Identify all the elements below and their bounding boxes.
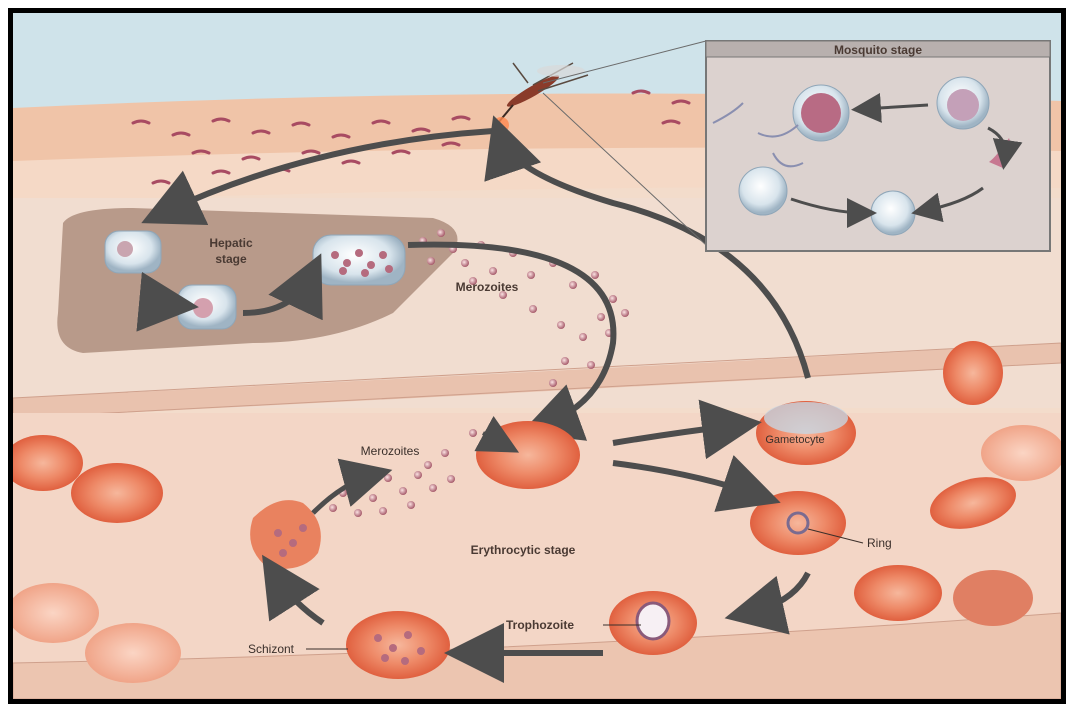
label-trophozoite: Trophozoite: [506, 618, 574, 632]
mosquito-stage-title: Mosquito stage: [834, 43, 922, 57]
label-erythrocytic-stage: Erythrocytic stage: [471, 543, 576, 557]
label-ring: Ring: [867, 536, 892, 550]
label-hepatic-2: stage: [215, 252, 247, 266]
ring-cell: [750, 491, 846, 555]
illustration-frame: Mosquito stage: [8, 8, 1066, 704]
schizont-cell: [346, 611, 450, 679]
malaria-life-cycle-diagram: Mosquito stage: [13, 13, 1061, 699]
infected-cell: [476, 421, 580, 489]
label-merozoites-liver: Merozoites: [456, 280, 519, 294]
label-hepatic-1: Hepatic: [209, 236, 253, 250]
label-gametocyte: Gametocyte: [765, 434, 824, 446]
label-merozoites-blood: Merozoites: [361, 444, 420, 458]
label-schizont: Schizont: [248, 642, 295, 656]
bite-site: [493, 117, 509, 133]
